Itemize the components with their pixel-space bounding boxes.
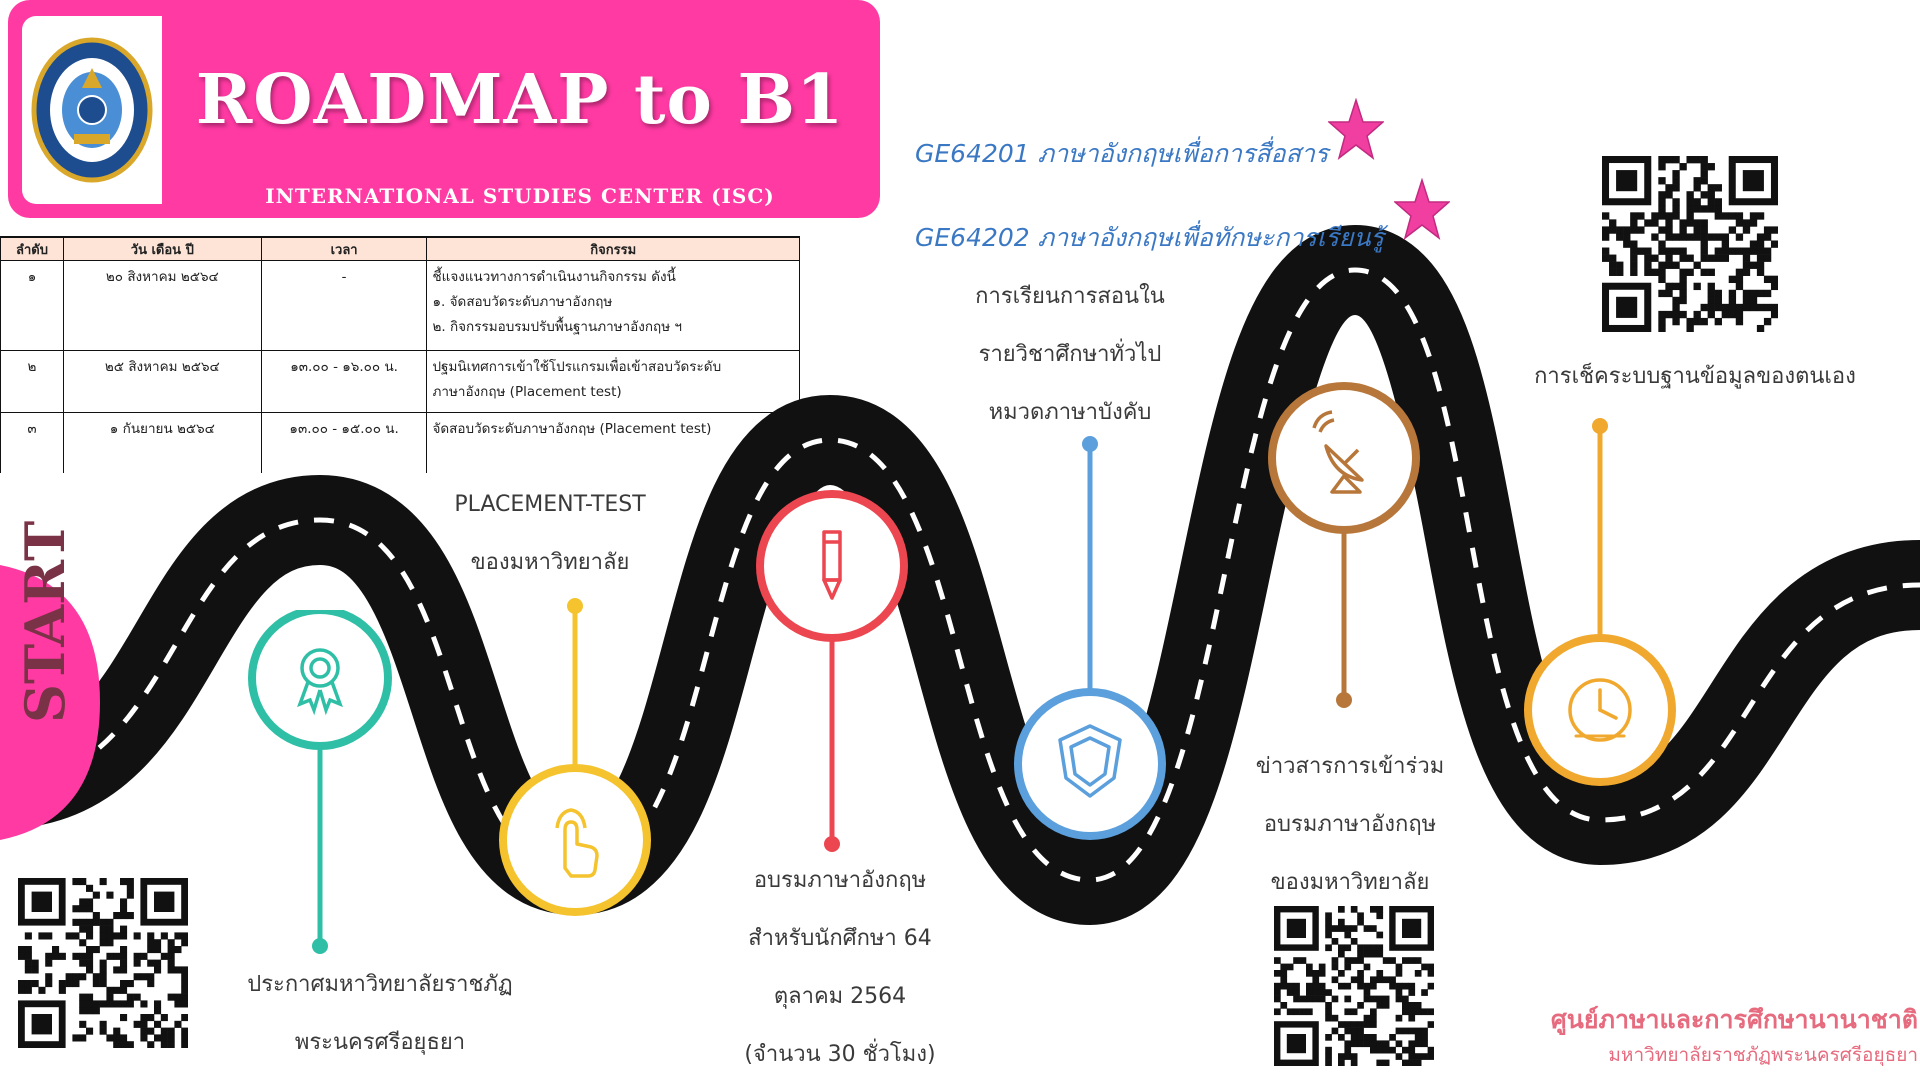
page-title: ROADMAP to B1 xyxy=(195,60,845,140)
milestone-placement xyxy=(499,598,651,916)
schedule-table: ลำดับ วัน เดือน ปี เวลา กิจกรรม ๑ ๒๐ สิง… xyxy=(0,236,800,473)
start-label: START xyxy=(13,520,77,723)
star-icon xyxy=(1394,178,1450,240)
milestone-text-line: ของมหาวิทยาลัย xyxy=(470,550,630,575)
activity-line: ปฐมนิเทศการเข้าใช้โปรแกรมเพื่อเข้าสอบวัด… xyxy=(432,359,722,375)
col-header-no: ลำดับ xyxy=(0,236,64,261)
qr-code-icon[interactable] xyxy=(18,878,188,1048)
milestone-training xyxy=(756,490,908,852)
milestone-text-line: อบรมภาษาอังกฤษ xyxy=(753,868,927,893)
milestone-text-line: หมวดภาษาบังคับ xyxy=(988,400,1152,425)
cell-activity: จัดสอบวัดระดับภาษาอังกฤษ (Placement test… xyxy=(426,412,800,473)
cell-time: ๑๓.๐๐ - ๑๕.๐๐ น. xyxy=(260,412,428,473)
announcement-text: ประกาศมหาวิทยาลัยราชภัฏ พระนครศรีอยุธยา xyxy=(190,956,570,1072)
satellite-dish-icon xyxy=(1312,410,1364,494)
milestone-text-line: พระนครศรีอยุธยา xyxy=(294,1030,466,1055)
check-text: การเช็คระบบฐานข้อมูลของตนเอง xyxy=(1480,348,1910,406)
col-header-time: เวลา xyxy=(260,236,428,261)
cell-activity: ปฐมนิเทศการเข้าใช้โปรแกรมเพื่อเข้าสอบวัด… xyxy=(426,350,800,413)
activity-line: ภาษาอังกฤษ (Placement test) xyxy=(432,384,622,400)
milestone-text-line: รายวิชาศึกษาทั่วไป xyxy=(978,342,1162,367)
activity-line: จัดสอบวัดระดับภาษาอังกฤษ (Placement test… xyxy=(432,421,712,437)
clock-icon xyxy=(1568,678,1632,742)
university-seal-icon xyxy=(31,37,153,183)
logo-panel xyxy=(22,16,162,204)
cell-time: ๑๓.๐๐ - ๑๖.๐๐ น. xyxy=(260,350,428,413)
activity-line: ชี้แจงแนวทางการดำเนินงานกิจกรรม ดังนี้ xyxy=(432,269,676,285)
cell-date: ๒๕ สิงหาคม ๒๕๖๔ xyxy=(62,350,262,413)
general-ed-text: การเรียนการสอนใน รายวิชาศึกษาทั่วไป หมวด… xyxy=(880,268,1260,442)
star-icon xyxy=(1328,98,1384,160)
cell-date: ๒๐ สิงหาคม ๒๕๖๔ xyxy=(62,260,262,351)
cell-no: ๒ xyxy=(0,350,64,413)
milestone-general-ed xyxy=(1014,436,1166,840)
activity-line: ๑. จัดสอบวัดระดับภาษาอังกฤษ xyxy=(432,294,613,310)
milestone-text-line: ตุลาคม 2564 xyxy=(773,984,907,1009)
table-header-row: ลำดับ วัน เดือน ปี เวลา กิจกรรม xyxy=(0,236,800,261)
cell-no: ๑ xyxy=(0,260,64,351)
table-row: ๓ ๑ กันยายน ๒๕๖๔ ๑๓.๐๐ - ๑๕.๐๐ น. จัดสอบ… xyxy=(0,412,800,473)
qr-code-icon[interactable] xyxy=(1274,906,1434,1066)
col-header-date: วัน เดือน ปี xyxy=(62,236,262,261)
milestone-text-line: PLACEMENT-TEST xyxy=(454,492,646,517)
placement-text: PLACEMENT-TEST ของมหาวิทยาลัย xyxy=(370,476,730,592)
col-header-activity: กิจกรรม xyxy=(426,236,800,261)
cell-activity: ชี้แจงแนวทางการดำเนินงานกิจกรรม ดังนี้ ๑… xyxy=(426,260,800,351)
cell-date: ๑ กันยายน ๒๕๖๔ xyxy=(62,412,262,473)
news-text: ข่าวสารการเข้าร่วม อบรมภาษาอังกฤษ ของมหา… xyxy=(1160,738,1540,912)
activity-line: ๒. กิจกรรมอบรมปรับพื้นฐานภาษาอังกฤษ ฯ xyxy=(432,319,683,335)
milestone-text-line: ข่าวสารการเข้าร่วม xyxy=(1255,754,1445,779)
start-badge xyxy=(0,565,100,840)
cell-time: - xyxy=(260,260,428,351)
ribbon-badge-icon xyxy=(297,648,343,716)
milestone-text-line: การเรียนการสอนใน xyxy=(975,284,1165,309)
milestone-check xyxy=(1524,418,1676,786)
table-row: ๒ ๒๕ สิงหาคม ๒๕๖๔ ๑๓.๐๐ - ๑๖.๐๐ น. ปฐมนิ… xyxy=(0,350,800,413)
training-text: อบรมภาษาอังกฤษ สำหรับนักศึกษา 64 ตุลาคม … xyxy=(640,852,1040,1084)
milestone-announcement xyxy=(248,610,392,954)
shield-icon xyxy=(1058,724,1122,798)
course-ge64202: GE64202 ภาษาอังกฤษเพื่อทักษะการเรียนรู้ xyxy=(915,223,1384,252)
university-name: มหาวิทยาลัยราชภัฏพระนครศรีอยุธยา xyxy=(1608,1044,1918,1066)
qr-code-icon[interactable] xyxy=(1602,156,1778,332)
page-subtitle: INTERNATIONAL STUDIES CENTER (ISC) xyxy=(265,184,775,208)
milestone-text-line: ประกาศมหาวิทยาลัยราชภัฏ xyxy=(247,972,513,997)
milestone-text-line: สำหรับนักศึกษา 64 xyxy=(748,926,932,951)
milestone-text-line: การเช็คระบบฐานข้อมูลของตนเอง xyxy=(1534,364,1856,389)
course-ge64201: GE64201 ภาษาอังกฤษเพื่อการสื่อสาร xyxy=(915,139,1329,168)
pencil-icon xyxy=(822,530,842,600)
milestone-text-line: อบรมภาษาอังกฤษ xyxy=(1263,812,1437,837)
milestone-text-line: ของมหาวิทยาลัย xyxy=(1270,870,1430,895)
milestone-text-line: (จำนวน 30 ชั่วโมง) xyxy=(744,1042,936,1067)
tap-finger-icon xyxy=(555,808,599,878)
center-name: ศูนย์ภาษาและการศึกษานานาชาติ xyxy=(1550,1005,1918,1034)
table-row: ๑ ๒๐ สิงหาคม ๒๕๖๔ - ชี้แจงแนวทางการดำเนิ… xyxy=(0,260,800,351)
milestone-news xyxy=(1268,382,1420,708)
cell-no: ๓ xyxy=(0,412,64,473)
